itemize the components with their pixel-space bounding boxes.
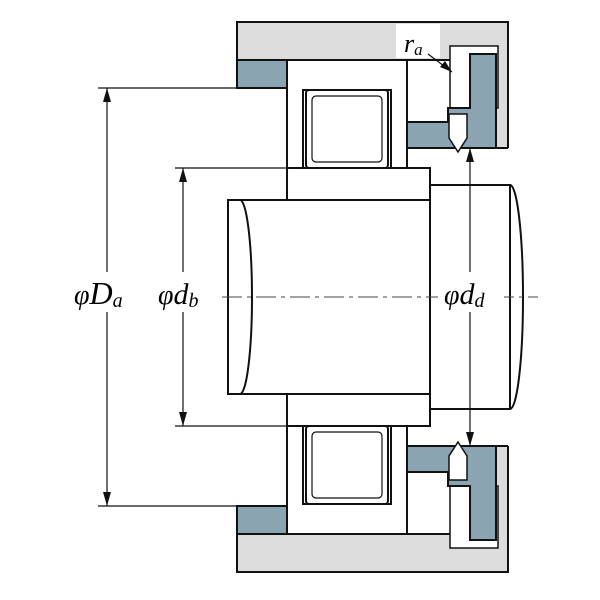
arrowhead-Da-up [103, 88, 111, 102]
arrowhead-dd-up [466, 148, 474, 162]
arrowhead-db-up [179, 168, 187, 182]
housing-shoulder-bottom [236, 505, 288, 535]
dim-label-dd: φdd [444, 278, 486, 312]
housing-shoulder-top [236, 59, 288, 89]
seal-groove-top [448, 113, 468, 154]
ra-label-background [396, 24, 440, 58]
dd-label-background [438, 272, 504, 312]
shaft-left-end-arc [239, 199, 253, 395]
db-label-background [152, 272, 216, 312]
end-cap-bottom [406, 445, 497, 541]
end-cap-top [406, 53, 497, 149]
roller-bottom [305, 425, 389, 505]
arrowhead-db-down [179, 412, 187, 426]
arrowhead-ra [440, 61, 452, 72]
seal-groove-bottom [448, 440, 468, 481]
inner-ring-bottom [286, 393, 431, 427]
dim-label-Da: φDa [74, 275, 123, 312]
arrowhead-Da-down [103, 492, 111, 506]
Da-label-background [72, 272, 140, 312]
inner-ring-top [286, 167, 431, 201]
arrowhead-dd-down [466, 432, 474, 446]
roller-top-inner-line [311, 95, 383, 163]
roller-top [305, 89, 389, 169]
roller-bottom-inner-line [311, 431, 383, 499]
dim-label-ra: ra [404, 29, 423, 59]
dim-label-db: φdb [158, 278, 199, 312]
